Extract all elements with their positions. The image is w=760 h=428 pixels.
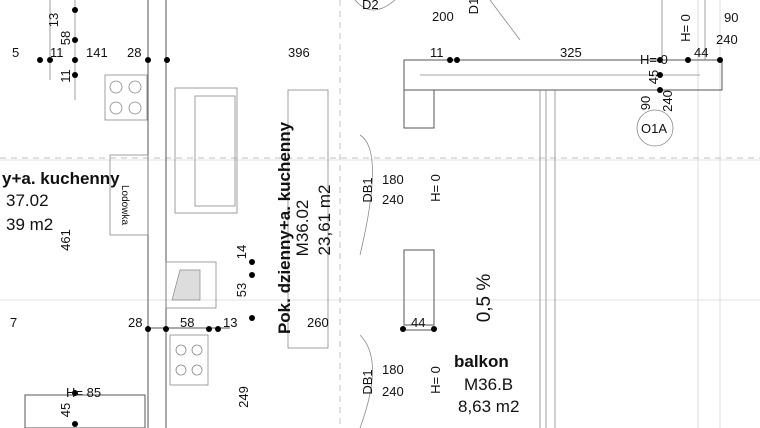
dim-90b: 90 (638, 96, 653, 110)
door-db1-lower-label: DB1 (360, 369, 375, 394)
dim-point (164, 57, 170, 63)
dim-point (37, 57, 43, 63)
dim-7: 7 (10, 315, 17, 330)
dimension-points (37, 7, 723, 427)
dim-260: 260 (307, 315, 329, 330)
dim-141: 141 (86, 45, 108, 60)
dim-point (72, 37, 78, 43)
fridge-label: Lodowka (119, 185, 130, 225)
dim-58: 58 (58, 31, 73, 45)
dim-13: 13 (46, 13, 61, 27)
balcony-area: 8,63 m2 (458, 397, 519, 416)
dim-h0d: H= 0 (428, 366, 443, 394)
dim-point (657, 57, 663, 63)
dim-240b: 240 (660, 90, 675, 112)
dim-h0a: H= 0 (640, 52, 668, 67)
room-center-area: 23,61 m2 (315, 185, 334, 256)
dim-point (431, 326, 437, 332)
dim-point (454, 57, 460, 63)
dim-13b: 13 (223, 315, 237, 330)
dim-point (685, 57, 691, 63)
dim-28b: 28 (128, 315, 142, 330)
dim-461: 461 (58, 229, 73, 251)
dim-point (163, 326, 169, 332)
dim-44b: 44 (411, 315, 425, 330)
room-center: Pok. dzienny+a. kuchenny M36.02 23,61 m2 (275, 121, 334, 334)
dim-45a: 45 (646, 70, 661, 84)
dim-240c: 240 (382, 192, 404, 207)
room-center-code: M36.02 (293, 200, 312, 257)
dim-point (657, 87, 663, 93)
dim-point (72, 7, 78, 13)
dim-180a: 180 (382, 172, 404, 187)
dim-240a: 240 (716, 32, 738, 47)
dimension-labels: 13 58 5 11 11 141 28 396 11 325 H= 0 44 … (10, 9, 738, 417)
dim-14: 14 (234, 245, 249, 259)
dim-240d: 240 (382, 384, 404, 399)
dim-point (72, 421, 78, 427)
room-center-name: Pok. dzienny+a. kuchenny (275, 121, 294, 334)
door-db1-upper-label: DB1 (360, 177, 375, 202)
dim-point (72, 72, 78, 78)
dim-point (72, 390, 78, 396)
dim-180b: 180 (382, 362, 404, 377)
dim-325: 325 (560, 45, 582, 60)
room-left-code: 37.02 (6, 191, 49, 210)
dim-53: 53 (234, 283, 249, 297)
dim-45b: 45 (58, 403, 73, 417)
element-labels: D2 D1 O1A DB1 DB1 Lodowka (119, 0, 667, 395)
dim-point (47, 57, 53, 63)
dim-90a: 90 (724, 10, 738, 25)
dim-h0c: H= 0 (428, 174, 443, 202)
door-d1-label: D1 (466, 0, 481, 14)
room-balcony: 0,5 % balkon M36.B 8,63 m2 (454, 274, 519, 416)
dim-200: 200 (432, 9, 454, 24)
dim-point (215, 326, 221, 332)
door-d2-label: D2 (362, 0, 379, 12)
dim-point (145, 326, 151, 332)
dim-point (206, 326, 212, 332)
dim-11a: 11 (50, 45, 64, 60)
dim-point (249, 259, 255, 265)
furniture (104, 0, 674, 428)
dim-point (72, 57, 78, 63)
dim-11b: 11 (430, 45, 444, 60)
dim-396: 396 (288, 45, 310, 60)
dim-249: 249 (236, 386, 251, 408)
balcony-slope: 0,5 % (474, 274, 495, 323)
balcony-name: balkon (454, 352, 509, 371)
dim-point (447, 57, 453, 63)
dim-point (249, 272, 255, 278)
dim-h85: H= 85 (66, 385, 101, 400)
window-o1a-label: O1A (641, 121, 667, 136)
room-left: y+a. kuchenny 37.02 39 m2 (2, 169, 120, 234)
dim-11-vertical: 11 (58, 69, 73, 83)
dim-58b: 58 (180, 315, 194, 330)
room-left-area: 39 m2 (6, 215, 53, 234)
dim-44a: 44 (694, 45, 708, 60)
dim-point (400, 326, 406, 332)
dim-5: 5 (12, 45, 19, 60)
dim-point (145, 57, 151, 63)
dim-point (657, 72, 663, 78)
dim-28a: 28 (127, 45, 141, 60)
dim-point (249, 315, 255, 321)
dim-h0b: H= 0 (678, 14, 693, 42)
balcony-code: M36.B (464, 375, 513, 394)
dim-point (717, 57, 723, 63)
room-left-name: y+a. kuchenny (2, 169, 120, 188)
